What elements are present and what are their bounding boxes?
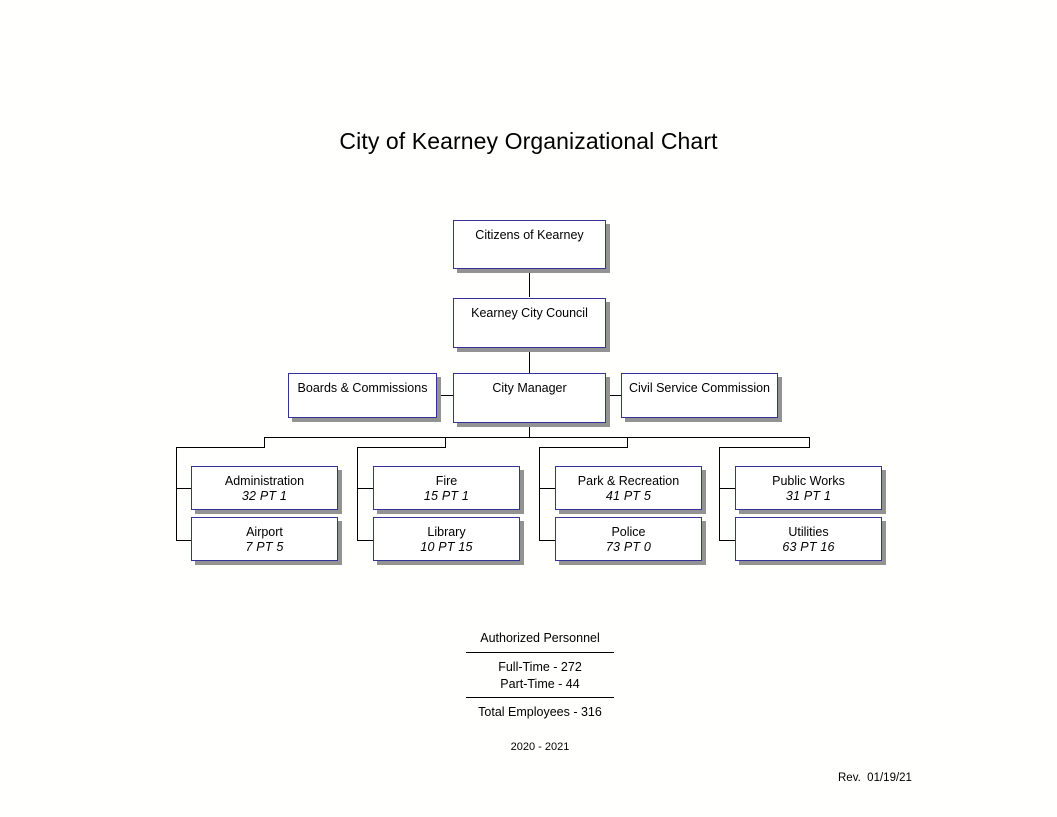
department-staffing: 10 PT 15 [420, 540, 473, 555]
node-label: Boards & Commissions [297, 381, 428, 395]
connector-manager-to-civil-service [606, 395, 622, 396]
department-bus [264, 437, 810, 438]
department-staffing: 31 PT 1 [785, 489, 832, 504]
connector-stub-fire [357, 488, 373, 489]
connector-council-to-manager [529, 348, 530, 373]
legend-divider-bottom [466, 696, 614, 698]
authorized-personnel-legend: Authorized Personnel Full-Time - 272 Par… [440, 630, 640, 754]
connector-jog-col2 [357, 447, 446, 448]
connector-trunk-col3 [539, 447, 540, 541]
node-label: City Manager [492, 381, 567, 395]
department-staffing: 41 PT 5 [605, 489, 652, 504]
node-department-public-works[interactable]: Public Works 31 PT 1 [735, 466, 882, 510]
connector-drop-col2 [445, 437, 446, 448]
department-name: Public Works [772, 474, 845, 488]
node-department-airport[interactable]: Airport 7 PT 5 [191, 517, 338, 561]
connector-drop-col3 [627, 437, 628, 448]
connector-stub-utilities [719, 540, 735, 541]
department-name: Police [611, 525, 646, 539]
node-boards-and-commissions[interactable]: Boards & Commissions [288, 373, 437, 418]
revision-stamp: Rev. 01/19/21 [838, 772, 912, 784]
node-department-park-recreation[interactable]: Park & Recreation 41 PT 5 [555, 466, 702, 510]
connector-trunk-col2 [357, 447, 358, 541]
department-name: Airport [246, 525, 283, 539]
connector-trunk-col4 [719, 447, 720, 541]
node-department-fire[interactable]: Fire 15 PT 1 [373, 466, 520, 510]
connector-jog-col4 [719, 447, 810, 448]
connector-boards-to-manager [437, 395, 454, 396]
connector-stub-airport [176, 540, 192, 541]
legend-year-range: 2020 - 2021 [510, 740, 570, 753]
node-department-police[interactable]: Police 73 PT 0 [555, 517, 702, 561]
connector-stub-administration [176, 488, 192, 489]
connector-stub-police [539, 540, 555, 541]
connector-stub-library [357, 540, 373, 541]
node-label: Citizens of Kearney [475, 228, 584, 242]
node-citizens-of-kearney[interactable]: Citizens of Kearney [453, 220, 606, 269]
node-department-utilities[interactable]: Utilities 63 PT 16 [735, 517, 882, 561]
connector-jog-col3 [539, 447, 628, 448]
department-name: Park & Recreation [577, 474, 680, 488]
legend-divider-top [466, 651, 614, 653]
department-staffing: 32 PT 1 [241, 489, 288, 504]
node-civil-service-commission[interactable]: Civil Service Commission [621, 373, 778, 418]
node-city-manager[interactable]: City Manager [453, 373, 606, 423]
node-kearney-city-council[interactable]: Kearney City Council [453, 298, 606, 348]
legend-total-employees: Total Employees - 316 [478, 704, 602, 719]
connector-stub-park-recreation [539, 488, 555, 489]
connector-stub-public-works [719, 488, 735, 489]
node-label: Civil Service Commission [629, 381, 770, 395]
legend-heading: Authorized Personnel [480, 631, 600, 645]
connector-drop-col4 [809, 437, 810, 448]
department-staffing: 73 PT 0 [605, 540, 652, 555]
connector-trunk-col1 [176, 447, 177, 541]
department-staffing: 7 PT 5 [245, 540, 284, 555]
department-staffing: 63 PT 16 [782, 540, 835, 555]
node-label: Kearney City Council [471, 306, 588, 320]
node-department-administration[interactable]: Administration 32 PT 1 [191, 466, 338, 510]
page-title: City of Kearney Organizational Chart [339, 128, 718, 154]
connector-jog-col1 [176, 447, 265, 448]
connector-citizens-to-council [529, 269, 530, 297]
department-name: Administration [224, 474, 305, 488]
legend-full-time: Full-Time - 272 [498, 659, 582, 674]
department-name: Fire [435, 474, 458, 488]
connector-drop-col1 [264, 437, 265, 448]
connector-manager-to-bus [529, 418, 530, 438]
department-staffing: 15 PT 1 [423, 489, 470, 504]
department-name: Library [427, 525, 466, 539]
legend-part-time: Part-Time - 44 [500, 676, 580, 691]
department-name: Utilities [788, 525, 829, 539]
node-department-library[interactable]: Library 10 PT 15 [373, 517, 520, 561]
